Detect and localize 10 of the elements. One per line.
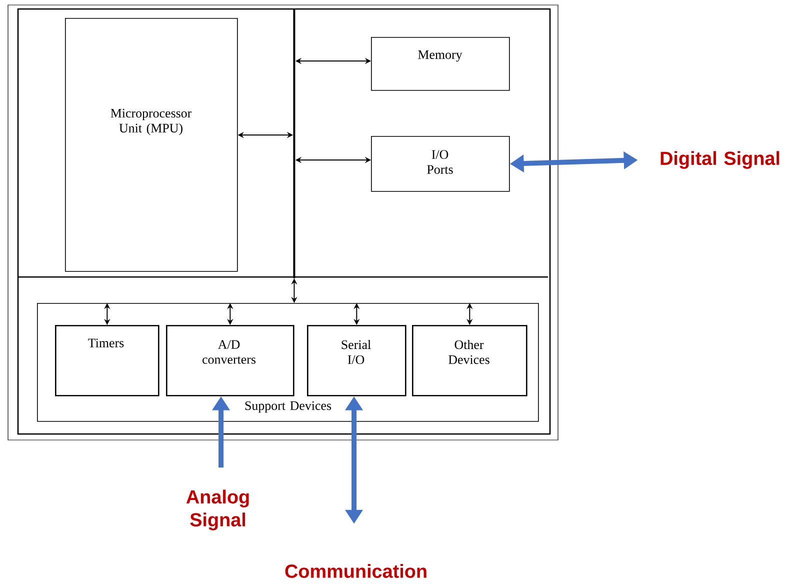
signal-label: Communication	[285, 564, 426, 578]
device-box: Serial I/O	[307, 325, 406, 396]
memory-box: Memory	[371, 37, 510, 91]
processor-box: Microprocessor Unit (MPU)	[65, 18, 238, 272]
device-box: A/D converters	[166, 325, 294, 396]
io-port-box: I/O Ports	[371, 136, 510, 192]
device-box: Timers	[55, 325, 160, 396]
device-box: Other Devices	[412, 325, 528, 396]
signal-label: Analog Signal	[186, 490, 249, 530]
signal-label: Digital Signal	[660, 151, 780, 169]
